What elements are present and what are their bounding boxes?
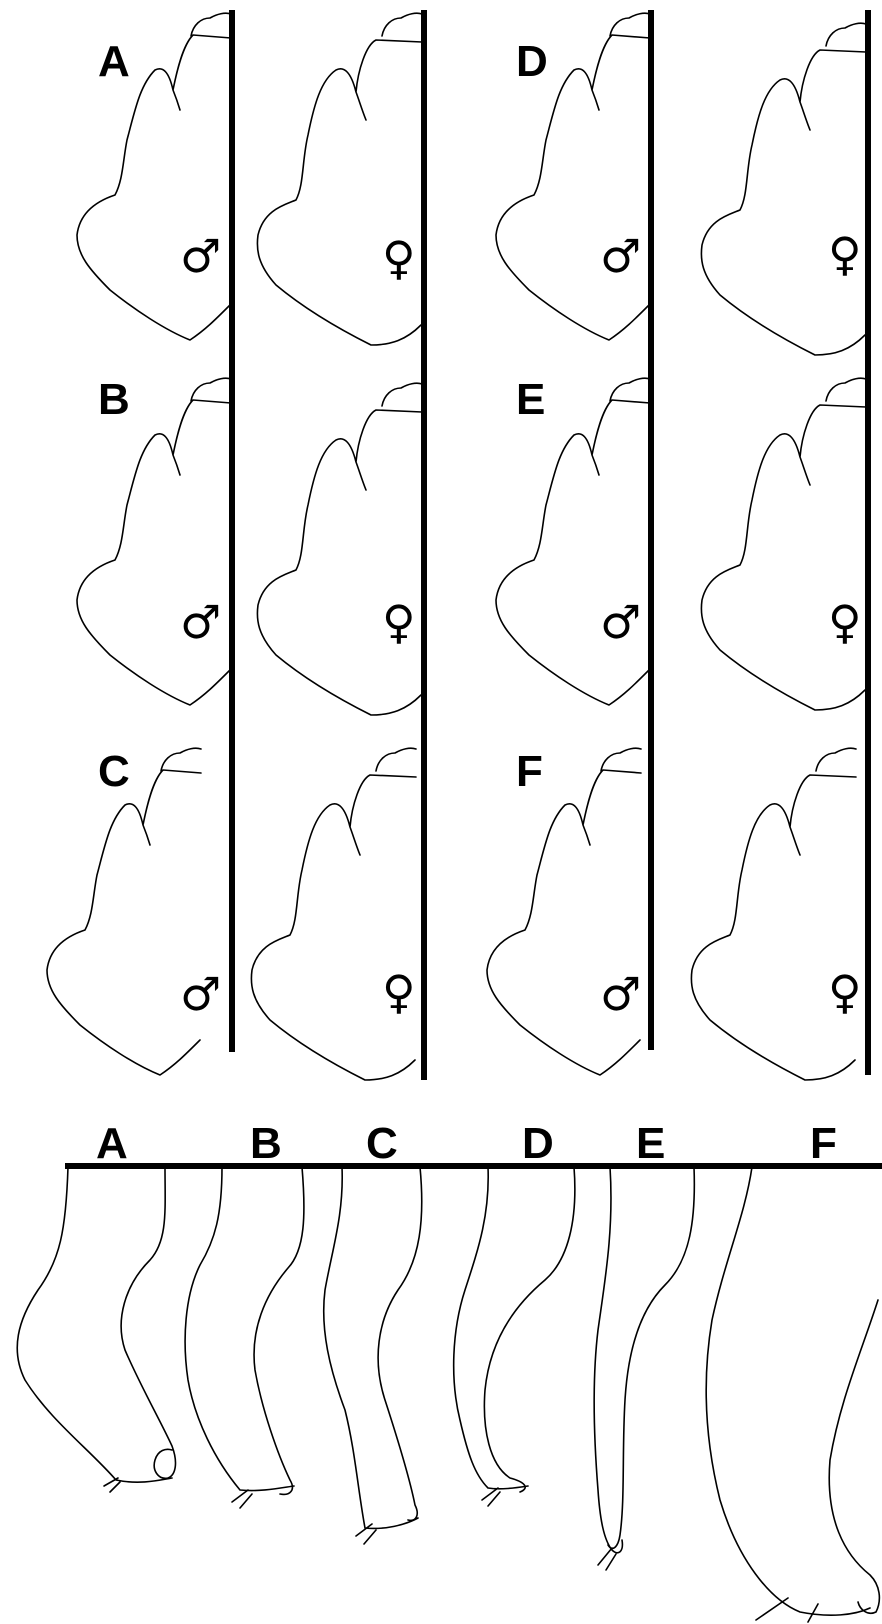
appendage-outline-E xyxy=(593,1166,696,1571)
female-symbol-F: ♀ xyxy=(828,965,862,1019)
male-symbol-F: ♂ xyxy=(600,967,641,1021)
panel-label-B: B xyxy=(98,375,130,424)
appendage-outline-A xyxy=(16,1166,177,1493)
female-symbol-C: ♀ xyxy=(382,965,416,1019)
female-symbol-A: ♀ xyxy=(382,231,416,285)
head-outline-female-C xyxy=(250,747,417,1081)
panel-label-D: D xyxy=(516,37,548,86)
appendage-outline-F xyxy=(705,1166,881,1623)
panel-label-F: F xyxy=(516,747,543,796)
head-outline-female-E xyxy=(700,377,867,711)
head-outline-male-E xyxy=(495,377,651,706)
lower-label-E: E xyxy=(636,1119,665,1168)
head-outline-male-F xyxy=(486,747,642,1076)
lower-label-B: B xyxy=(250,1119,282,1168)
male-symbol-C: ♂ xyxy=(180,967,221,1021)
lower-label-C: C xyxy=(366,1119,398,1168)
female-symbol-B: ♀ xyxy=(382,595,416,649)
appendage-outline-C xyxy=(322,1166,423,1545)
female-symbol-D: ♀ xyxy=(828,227,862,281)
head-outline-female-B xyxy=(256,382,423,716)
panel-label-E: E xyxy=(516,375,545,424)
appendage-outline-D xyxy=(452,1166,576,1507)
panel-label-C: C xyxy=(98,747,130,796)
female-symbol-E: ♀ xyxy=(828,595,862,649)
male-symbol-B: ♂ xyxy=(180,595,221,649)
appendage-outline-B xyxy=(184,1166,305,1509)
head-outline-male-C xyxy=(46,747,202,1076)
male-symbol-E: ♂ xyxy=(600,595,641,649)
male-symbol-A: ♂ xyxy=(180,229,221,283)
lower-label-F: F xyxy=(810,1119,837,1168)
head-outline-female-F xyxy=(690,747,857,1081)
head-outline-male-B xyxy=(76,377,232,706)
head-outline-female-D xyxy=(700,22,867,356)
lower-label-A: A xyxy=(96,1119,128,1168)
head-outline-female-A xyxy=(256,12,423,346)
panel-label-A: A xyxy=(98,37,130,86)
male-symbol-D: ♂ xyxy=(600,229,641,283)
lower-label-D: D xyxy=(522,1119,554,1168)
